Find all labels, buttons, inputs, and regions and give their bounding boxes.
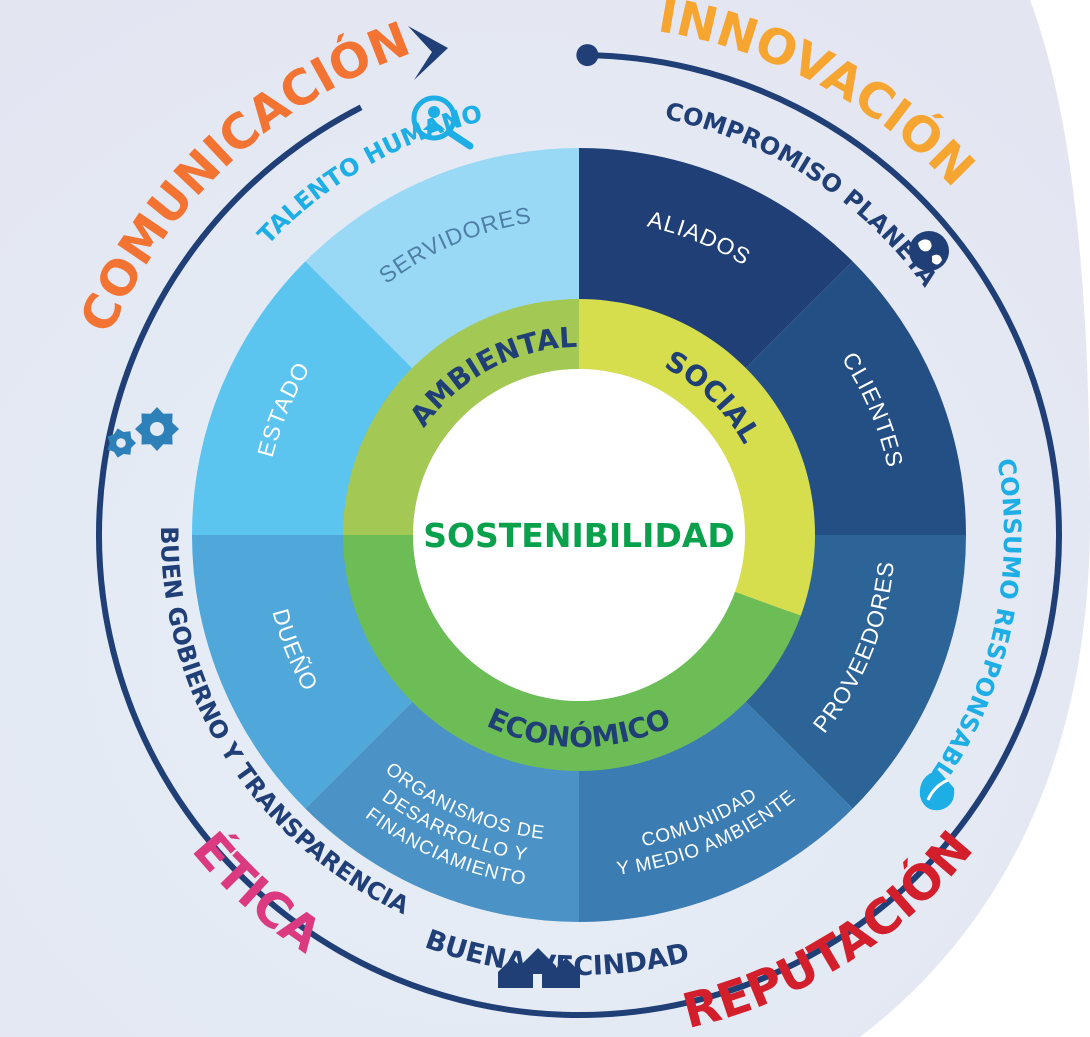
flow-arrow-arc [96, 52, 1063, 1018]
gears-icon [107, 407, 179, 458]
pillar-segment-economico [343, 535, 801, 771]
pillar-segment-ambiental [343, 299, 579, 535]
flow-arrow-start-dot [576, 44, 599, 67]
flow-arrowhead [408, 26, 448, 80]
leaf-drop-icon [919, 770, 955, 811]
center-label: SOSTENIBILIDAD [423, 516, 735, 555]
pillar-segment-social [579, 299, 815, 616]
houses-icon [498, 948, 580, 988]
center-circle [413, 369, 745, 701]
magnifier-person-icon [411, 95, 474, 150]
globe-icon [909, 231, 949, 271]
pillar-ring [343, 299, 815, 771]
